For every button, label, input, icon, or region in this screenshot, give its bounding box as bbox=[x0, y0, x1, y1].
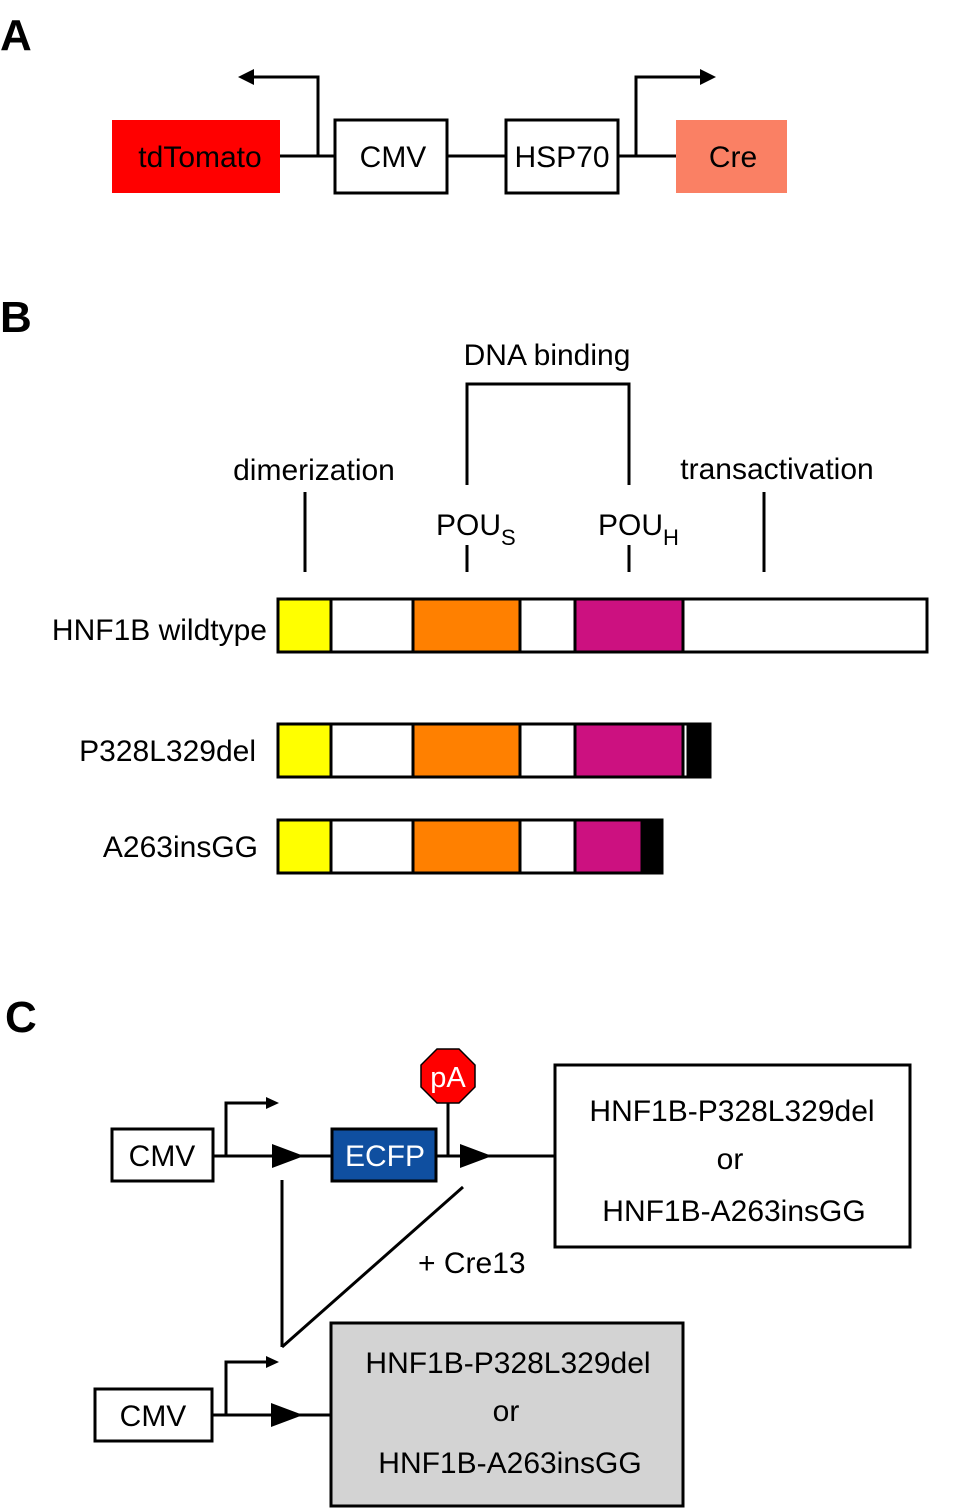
linker-region bbox=[329, 818, 415, 875]
a263-label: A263insGG bbox=[103, 831, 258, 864]
hsp70-box bbox=[504, 118, 620, 195]
cre-box bbox=[676, 120, 787, 193]
arrowhead-icon bbox=[700, 69, 716, 85]
promoter-arrow-bottom bbox=[224, 1360, 268, 1415]
cmv-label-top: CMV bbox=[129, 1140, 196, 1173]
pous-main: POU bbox=[436, 509, 501, 542]
linker-region bbox=[518, 818, 577, 875]
pouh-domain bbox=[573, 722, 685, 779]
pa-label: pA bbox=[430, 1062, 466, 1094]
ecfp-label: ECFP bbox=[345, 1140, 425, 1173]
pouh-domain bbox=[573, 597, 685, 654]
panel-a: A tdTomato CMV HSP70 Cre bbox=[0, 11, 787, 195]
pous-domain bbox=[411, 722, 522, 779]
transactivation-label: transactivation bbox=[680, 453, 873, 486]
panel-a-letter: A bbox=[0, 11, 32, 60]
panel-b-letter: B bbox=[0, 293, 32, 342]
cre13-label: + Cre13 bbox=[418, 1247, 526, 1280]
pouh-subscript: H bbox=[663, 525, 679, 550]
cmv-label-bottom: CMV bbox=[120, 1400, 187, 1433]
wildtype-bar bbox=[276, 597, 929, 654]
loxp-site-icon bbox=[272, 1144, 304, 1168]
promoter-arrow-top bbox=[224, 1101, 268, 1156]
cmv-box bbox=[333, 118, 449, 195]
pous-domain bbox=[411, 597, 522, 654]
pous-subscript: S bbox=[501, 525, 516, 550]
pous-domain bbox=[411, 818, 522, 875]
truncation-tail bbox=[640, 818, 664, 875]
panel-c: C CMV ECFP pA HNF1B-P328L329del or HNF1B… bbox=[5, 993, 912, 1508]
dimerization-domain bbox=[276, 722, 333, 779]
hnf1b-variant-box-bottom bbox=[329, 1321, 685, 1508]
linker-region bbox=[518, 722, 577, 779]
linker-region bbox=[518, 597, 577, 654]
panel-c-letter: C bbox=[5, 993, 37, 1042]
variant-line1-top: HNF1B-P328L329del bbox=[589, 1095, 874, 1128]
residual-segment bbox=[681, 722, 690, 779]
linker-region bbox=[329, 722, 415, 779]
promoter-arrow-left bbox=[250, 75, 320, 156]
dna-binding-bracket bbox=[465, 382, 631, 485]
truncation-tail bbox=[688, 722, 712, 779]
arrowhead-icon bbox=[266, 1356, 279, 1368]
tdtomato-label: tdTomato bbox=[138, 141, 261, 174]
panel-b: B DNA binding dimerization transactivati… bbox=[0, 293, 929, 875]
hsp70-label: HSP70 bbox=[514, 141, 609, 174]
cmv-box-top bbox=[110, 1127, 215, 1183]
dimerization-domain bbox=[276, 818, 333, 875]
cre-label: Cre bbox=[709, 141, 757, 174]
variant-line2-top: or bbox=[717, 1143, 744, 1176]
variant-line1-bottom: HNF1B-P328L329del bbox=[365, 1347, 650, 1380]
p328-bar bbox=[276, 722, 712, 779]
dimerization-label: dimerization bbox=[233, 454, 395, 487]
arrowhead-icon bbox=[266, 1097, 279, 1109]
dna-binding-label: DNA binding bbox=[464, 339, 631, 372]
wildtype-label: HNF1B wildtype bbox=[52, 614, 267, 647]
variant-line2-bottom: or bbox=[493, 1395, 520, 1428]
recombination-line bbox=[281, 1185, 464, 1349]
pouh-main: POU bbox=[598, 509, 663, 542]
tdtomato-box bbox=[112, 120, 280, 193]
transactivation-domain bbox=[681, 597, 929, 654]
promoter-arrow-right bbox=[634, 75, 704, 156]
ecfp-box bbox=[330, 1127, 438, 1183]
pous-label: POUS bbox=[436, 509, 516, 550]
a263-bar bbox=[276, 818, 664, 875]
variant-line3-top: HNF1B-A263insGG bbox=[602, 1195, 865, 1228]
hnf1b-variant-box-top bbox=[553, 1063, 912, 1249]
dimerization-domain bbox=[276, 597, 333, 654]
loxp-site-icon bbox=[271, 1403, 303, 1427]
stop-sign-icon bbox=[420, 1048, 476, 1104]
arrowhead-icon bbox=[238, 69, 254, 85]
linker-region bbox=[329, 597, 415, 654]
variant-line3-bottom: HNF1B-A263insGG bbox=[378, 1447, 641, 1480]
loxp-site-icon bbox=[460, 1144, 492, 1168]
pouh-label: POUH bbox=[598, 509, 679, 550]
p328-label: P328L329del bbox=[79, 735, 256, 768]
cmv-label: CMV bbox=[360, 141, 427, 174]
pouh-domain-truncated bbox=[573, 818, 644, 875]
